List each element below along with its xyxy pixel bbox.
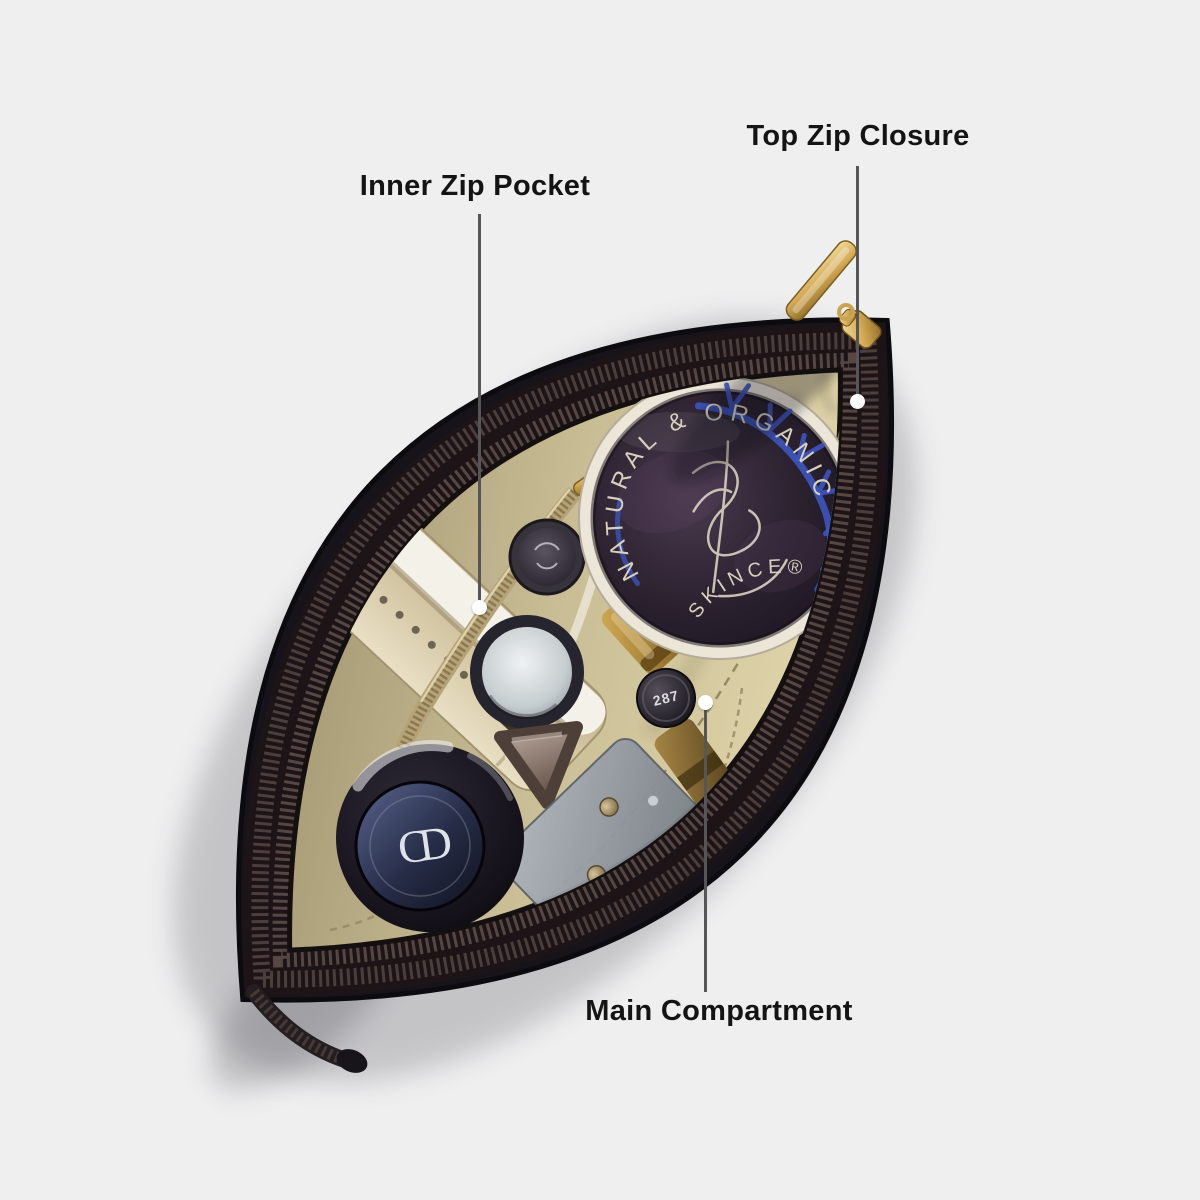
leader-line-main-compartment (704, 710, 707, 992)
main-zip-hardware (785, 240, 882, 349)
zipper-teeth-base (242, 322, 888, 998)
label-main-compartment: Main Compartment (585, 995, 853, 1027)
small-jar (508, 518, 586, 596)
main-zip-pull (785, 240, 857, 321)
lipstick-shade-number: 287 (651, 687, 680, 709)
palette-stud (599, 797, 619, 817)
leader-line-top-zip (856, 166, 859, 398)
cd-jar: CD (336, 740, 524, 932)
zipper-teeth-inner-row (272, 352, 858, 968)
annotation-dot-top-zip (850, 394, 865, 409)
annotation-dot-main-compartment (698, 695, 713, 710)
main-zip-ring (837, 303, 855, 321)
palette-hole (645, 793, 660, 808)
label-top-zip-closure: Top Zip Closure (746, 120, 970, 152)
pouch-contents: 287 CD (293, 301, 870, 939)
annotation-dot-inner-zip (472, 600, 487, 615)
label-inner-zip-pocket: Inner Zip Pocket (359, 170, 591, 202)
eyeshadow-triangle (494, 721, 583, 809)
leader-line-inner-zip (478, 214, 481, 606)
zipper-tail (246, 984, 368, 1073)
frosted-compact (470, 615, 584, 729)
